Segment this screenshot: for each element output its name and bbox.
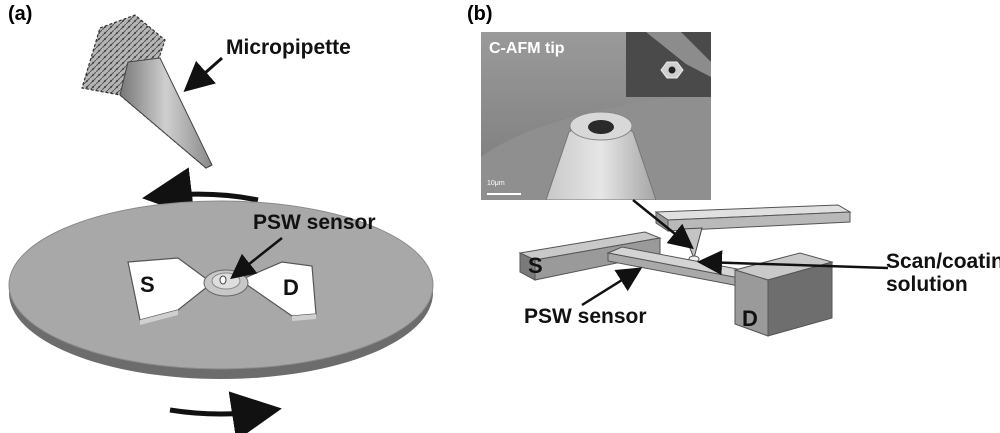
sensor-label-b: PSW sensor xyxy=(524,305,647,328)
sensor-label-a: PSW sensor xyxy=(253,211,376,234)
micropipette-label: Micropipette xyxy=(226,36,351,59)
micropipette xyxy=(81,14,213,169)
drain-label-b: D xyxy=(742,306,758,331)
micropipette-pointer xyxy=(183,56,223,92)
sensor-pointer-b xyxy=(581,267,643,307)
tip-pointer xyxy=(632,199,694,250)
drain-label-a: D xyxy=(283,275,299,300)
solution-label-line2: solution xyxy=(886,273,968,296)
solution-pointer xyxy=(697,250,889,276)
rotation-arrow-bottom xyxy=(169,391,282,433)
source-label-b: S xyxy=(528,253,543,278)
source-label-a: S xyxy=(140,272,155,297)
rotation-arrow-top xyxy=(142,167,259,218)
scale-bar-label: 10μm xyxy=(487,180,505,187)
drain-pad xyxy=(733,252,834,337)
panel-b-label: (b) xyxy=(467,3,493,25)
sem-image: C-AFM tip 10μm xyxy=(481,32,711,200)
solution-label-line1: Scan/coating xyxy=(886,250,1000,273)
panel-b-diagram xyxy=(518,199,889,337)
panel-a-label: (a) xyxy=(8,3,33,25)
tip-label: C-AFM tip xyxy=(489,40,565,57)
panel-a-diagram xyxy=(8,14,434,433)
cantilever xyxy=(654,204,852,263)
sensor-pointer-a xyxy=(230,237,283,280)
